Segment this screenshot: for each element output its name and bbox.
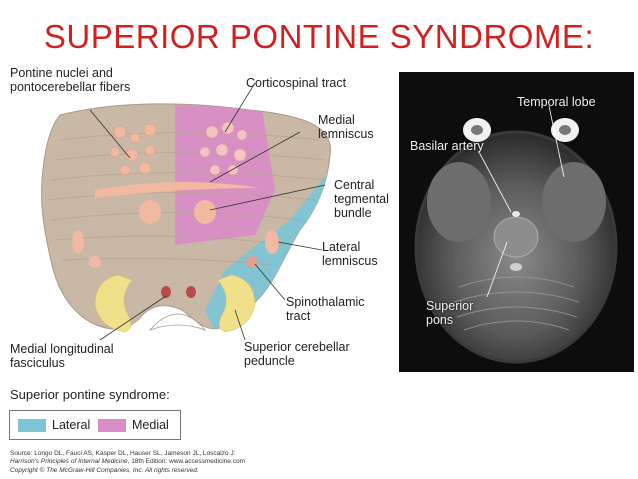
source-line-2: Harrison's Principles of Internal Medici… xyxy=(10,458,245,465)
superior-cerebellar-peduncle-right xyxy=(217,274,256,333)
mri-label-temporal-lobe: Temporal lobe xyxy=(517,95,596,109)
mri-label-superior-pons: Superior pons xyxy=(426,299,474,327)
superior-cerebellar-peduncle-left xyxy=(94,274,133,333)
mlf-left xyxy=(161,286,171,298)
legend-swatch-medial xyxy=(98,419,126,432)
label-medial-lemniscus: Medial lemniscus xyxy=(318,113,374,141)
source-line-3: Copyright © The McGraw-Hill Companies, I… xyxy=(10,467,199,474)
mri-label-basilar-artery: Basilar artery xyxy=(410,139,484,153)
page-title: SUPERIOR PONTINE SYNDROME: xyxy=(43,18,595,55)
label-pontine-nuclei: Pontine nuclei and pontocerebellar fiber… xyxy=(10,66,131,94)
mri-pons xyxy=(493,216,539,258)
mlf-right xyxy=(186,286,196,298)
label-central-tegmental-bundle: Central tegmental bundle xyxy=(334,178,389,220)
label-corticospinal-tract: Corticospinal tract xyxy=(246,76,347,90)
central-tegmental-right xyxy=(194,200,216,224)
label-lateral-lemniscus: Lateral lemniscus xyxy=(322,240,378,268)
pons-diagram xyxy=(41,82,331,341)
lateral-lemniscus xyxy=(265,230,279,254)
legend-swatch-lateral xyxy=(18,419,46,432)
label-superior-cerebellar-peduncle: Superior cerebellar peduncle xyxy=(244,340,350,368)
fourth-ventricle xyxy=(148,313,207,331)
source-line-1: Source: Longo DL, Fauci AS, Kasper DL, H… xyxy=(10,450,236,457)
medial-lemniscus xyxy=(95,181,260,198)
mri-image xyxy=(399,72,634,372)
legend-label-lateral: Lateral xyxy=(52,418,91,432)
spinothalamic-tract xyxy=(246,256,258,268)
central-tegmental-left xyxy=(139,200,161,224)
label-medial-longitudinal-fasciculus: Medial longitudinal fasciculus xyxy=(10,342,114,370)
legend-title: Superior pontine syndrome: xyxy=(10,387,170,402)
legend: Lateral Medial xyxy=(9,410,181,440)
label-spinothalamic-tract: Spinothalamic tract xyxy=(286,295,365,323)
legend-label-medial: Medial xyxy=(132,418,169,432)
